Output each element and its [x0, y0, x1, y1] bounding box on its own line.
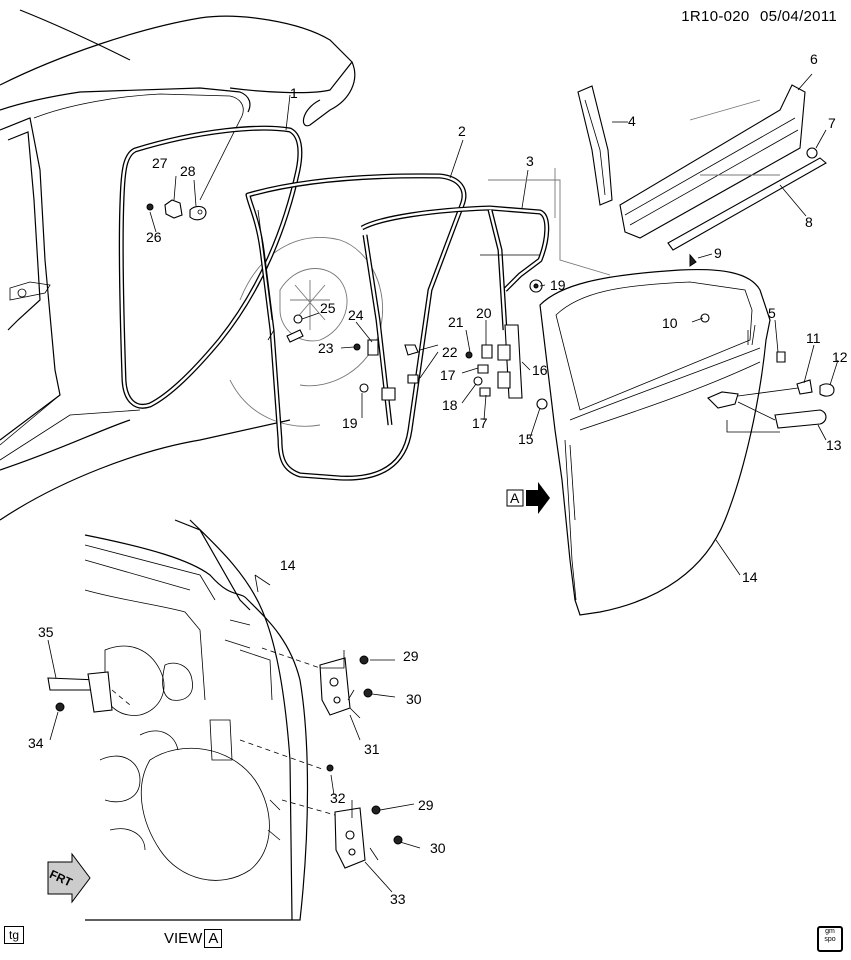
- callout-32: 32: [330, 790, 346, 806]
- window-channel: [360, 205, 550, 426]
- callout-2: 2: [458, 123, 466, 139]
- callout-15: 15: [518, 431, 534, 447]
- callout-3: 3: [526, 153, 534, 169]
- callout-20: 20: [476, 305, 492, 321]
- diagram-date: 05/04/2011: [760, 8, 837, 25]
- callout-25: 25: [320, 300, 336, 316]
- door-frame-weatherstrip: [245, 173, 467, 481]
- callout-13: 13: [826, 437, 842, 453]
- callout-14-upper: 14: [742, 569, 758, 585]
- window-regulator: [465, 324, 548, 410]
- callout-34: 34: [28, 735, 44, 751]
- diagram-header: 1R10-020 05/04/2011: [681, 8, 837, 25]
- view-a-arrow[interactable]: A: [506, 482, 550, 514]
- callout-29-upper: 29: [403, 648, 419, 664]
- callout-1: 1: [290, 85, 298, 101]
- callout-18: 18: [442, 397, 458, 413]
- view-a-marker-letter: A: [510, 490, 520, 506]
- callout-22: 22: [442, 344, 458, 360]
- callout-19-left: 19: [342, 415, 358, 431]
- callout-28: 28: [180, 163, 196, 179]
- callout-19-right: 19: [550, 277, 566, 293]
- callout-31: 31: [364, 741, 380, 757]
- callout-8: 8: [805, 214, 813, 230]
- callout-17-b: 17: [472, 415, 488, 431]
- callout-21: 21: [448, 314, 464, 330]
- callout-16: 16: [532, 362, 548, 378]
- callout-labels: 1 2 3 4 5 6 7 8 9 10 11 12 13 14 14 15 1…: [28, 51, 848, 907]
- door-opening-weatherstrip: [118, 125, 303, 409]
- callout-30-lower: 30: [430, 840, 446, 856]
- callout-9: 9: [714, 245, 722, 261]
- callout-6: 6: [810, 51, 818, 67]
- gm-logo-line2: spo: [824, 936, 836, 943]
- callout-27: 27: [152, 155, 168, 171]
- trim-strip-belt: [577, 85, 628, 206]
- belt-molding: [619, 73, 827, 251]
- callout-24: 24: [348, 307, 364, 323]
- gm-spo-logo: gm spo: [817, 926, 843, 952]
- hardware-cluster-left: [146, 199, 543, 401]
- view-word: VIEW: [164, 930, 203, 947]
- callout-4: 4: [628, 113, 636, 129]
- vehicle-body-drawing: [0, 9, 384, 521]
- view-letter-box: A: [204, 929, 223, 948]
- callout-23: 23: [318, 340, 334, 356]
- diagram-code: 1R10-020: [681, 8, 750, 25]
- leader-lines-upper: [149, 94, 611, 439]
- callout-12: 12: [832, 349, 848, 365]
- callout-17-a: 17: [440, 367, 456, 383]
- tag-box: tg: [4, 926, 25, 944]
- callout-30-upper: 30: [406, 691, 422, 707]
- callout-7: 7: [828, 115, 836, 131]
- callout-14-lower: 14: [280, 557, 296, 573]
- gm-logo-line1: gm: [825, 928, 835, 935]
- callout-26: 26: [146, 229, 162, 245]
- callout-5: 5: [768, 305, 776, 321]
- callout-10: 10: [662, 315, 678, 331]
- callout-33: 33: [390, 891, 406, 907]
- rear-door-assembly: [539, 253, 839, 616]
- callout-35: 35: [38, 624, 54, 640]
- front-direction-arrow: FRT: [47, 852, 91, 904]
- door-inner-panel-view: [47, 519, 421, 921]
- callout-11: 11: [806, 330, 821, 346]
- callout-29-lower: 29: [418, 797, 434, 813]
